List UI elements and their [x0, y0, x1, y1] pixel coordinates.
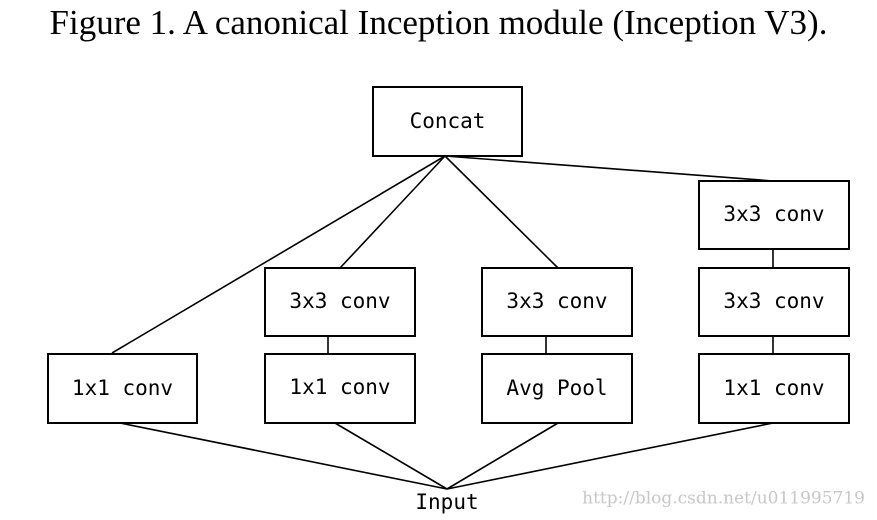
concat-label: Concat [410, 109, 486, 133]
branch3-conv3x3-label: 3x3 conv [506, 289, 607, 313]
branch3-avgpool-node: Avg Pool [481, 353, 633, 424]
branch1-conv1x1-label: 1x1 conv [72, 376, 173, 400]
branch2-conv3x3-label: 3x3 conv [289, 289, 390, 313]
edge-input-branch1 [119, 422, 448, 490]
edge-concat-branch1 [111, 155, 446, 354]
branch4-conv3x3-top-label: 3x3 conv [723, 202, 824, 226]
branch3-avgpool-label: Avg Pool [506, 376, 607, 400]
branch3-conv3x3-node: 3x3 conv [481, 267, 633, 337]
branch4-conv3x3-top-node: 3x3 conv [698, 180, 850, 250]
branch4-conv3x3-mid-node: 3x3 conv [698, 267, 850, 337]
concat-node: Concat [372, 86, 523, 157]
edge-concat-branch3 [444, 155, 559, 269]
branch4-conv1x1-node: 1x1 conv [698, 353, 850, 424]
branch2-conv3x3-node: 3x3 conv [264, 267, 416, 337]
input-label: Input [415, 490, 478, 514]
branch4-conv1x1-label: 1x1 conv [723, 376, 824, 400]
watermark-text: http://blog.csdn.net/u011995719 [582, 489, 865, 509]
edge-input-branch3 [446, 422, 559, 490]
branch2-conv1x1-node: 1x1 conv [264, 353, 416, 424]
branch2-conv1x1-label: 1x1 conv [289, 375, 390, 399]
edge-concat-branch2 [339, 155, 446, 269]
edge-concat-branch4 [444, 155, 774, 182]
edge-input-branch2 [334, 422, 448, 490]
figure-caption: Figure 1. A canonical Inception module (… [49, 3, 828, 42]
branch4-conv3x3-mid-label: 3x3 conv [723, 289, 824, 313]
edge-input-branch4 [446, 422, 774, 490]
branch1-conv1x1-node: 1x1 conv [47, 353, 198, 424]
